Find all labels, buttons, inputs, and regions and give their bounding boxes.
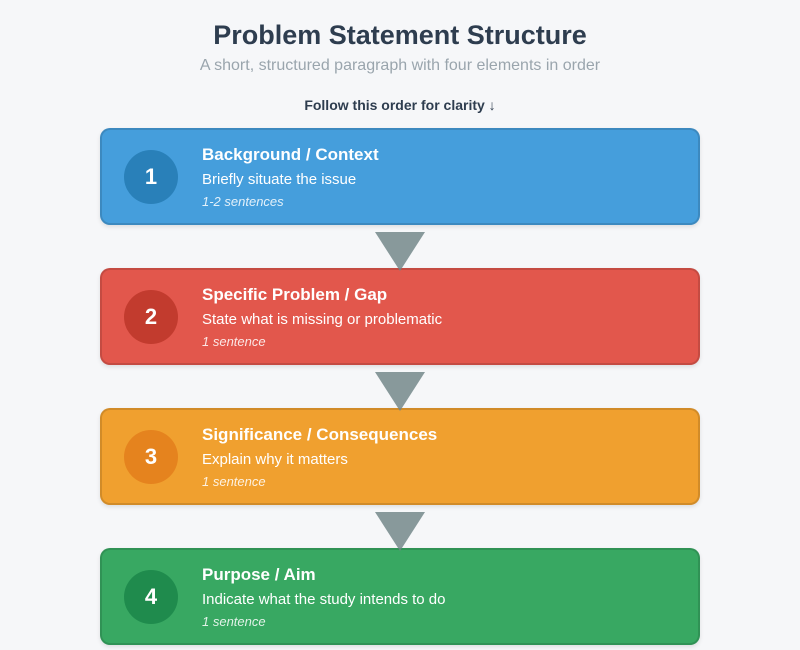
- page-subtitle: A short, structured paragraph with four …: [199, 57, 601, 74]
- step-length-note: 1 sentence: [202, 473, 266, 489]
- step-text-block: Significance / Consequences Explain why …: [202, 425, 437, 489]
- step-number-badge: 2: [124, 289, 178, 344]
- step-number-badge: 1: [124, 149, 178, 204]
- step-description: State what is missing or problematic: [202, 310, 443, 328]
- step-text-block: Background / Context Briefly situate the…: [202, 145, 379, 209]
- down-arrow-icon: [375, 232, 425, 271]
- step-length-note: 1 sentence: [202, 613, 266, 629]
- step-title: Background / Context: [202, 144, 379, 164]
- step-card-specific-problem: 2 Specific Problem / Gap State what is m…: [100, 268, 700, 365]
- flow-diagram: 1 Background / Context Briefly situate t…: [100, 128, 700, 645]
- step-title: Purpose / Aim: [202, 564, 316, 584]
- page-title: Problem Statement Structure: [213, 20, 587, 50]
- step-description: Explain why it matters: [202, 450, 348, 468]
- step-length-note: 1 sentence: [202, 333, 266, 349]
- step-number-badge: 4: [124, 569, 178, 624]
- page-header: Problem Statement Structure A short, str…: [0, 0, 800, 114]
- step-card-purpose-aim: 4 Purpose / Aim Indicate what the study …: [100, 548, 700, 645]
- arrow-gap: [100, 505, 700, 551]
- down-arrow-icon: [375, 512, 425, 551]
- step-text-block: Specific Problem / Gap State what is mis…: [202, 285, 442, 349]
- step-title: Significance / Consequences: [202, 424, 438, 444]
- step-description: Indicate what the study intends to do: [202, 590, 446, 608]
- step-length-note: 1-2 sentences: [202, 193, 284, 209]
- arrow-gap: [100, 225, 700, 271]
- down-arrow-icon: [375, 372, 425, 411]
- step-text-block: Purpose / Aim Indicate what the study in…: [202, 565, 446, 629]
- step-title: Specific Problem / Gap: [202, 284, 388, 304]
- step-number-badge: 3: [124, 429, 178, 484]
- step-description: Briefly situate the issue: [202, 170, 357, 188]
- order-note: Follow this order for clarity ↓: [304, 97, 496, 113]
- step-card-background-context: 1 Background / Context Briefly situate t…: [100, 128, 700, 225]
- arrow-gap: [100, 365, 700, 411]
- step-card-significance: 3 Significance / Consequences Explain wh…: [100, 408, 700, 505]
